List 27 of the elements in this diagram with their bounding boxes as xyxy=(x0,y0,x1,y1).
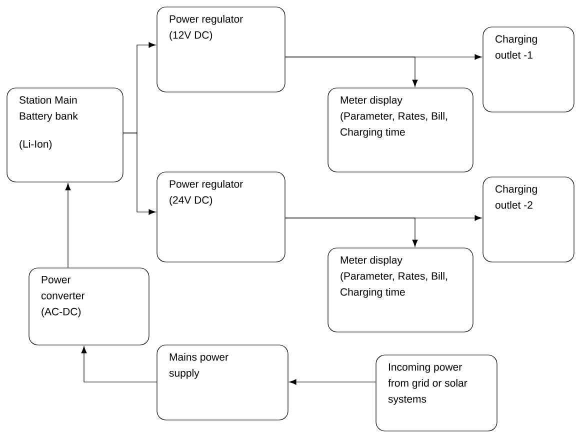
box-text: Charging outlet -2 xyxy=(495,185,537,209)
process-box xyxy=(482,26,574,112)
box-text: Mains power supply xyxy=(169,353,228,379)
process-box xyxy=(156,344,288,420)
process-box xyxy=(376,354,498,432)
arrow xyxy=(289,379,376,385)
process-box xyxy=(6,88,124,182)
box-text: Meter display (Parameter, Rates, Bill, Charging time xyxy=(340,256,447,298)
process-box xyxy=(28,268,150,346)
box-text: (Li-Ion) xyxy=(20,140,52,150)
process-box xyxy=(156,172,286,262)
arrow xyxy=(81,346,157,382)
box-text: Station Main Battery bank xyxy=(19,96,78,122)
process-box xyxy=(328,88,474,172)
box-text: Charging outlet -1 xyxy=(495,35,537,59)
process-box xyxy=(482,176,574,262)
arrow xyxy=(123,132,156,215)
process-box xyxy=(328,248,474,332)
box-text: Power converter (AC-DC) xyxy=(41,276,85,318)
arrow xyxy=(65,183,71,268)
arrow xyxy=(285,56,418,87)
box-text: Incoming power from grid or solar systems xyxy=(388,363,468,405)
box-text: Power regulator (12V DC) xyxy=(170,15,243,41)
box-text: Power regulator (24V DC) xyxy=(170,180,243,206)
box-text: Meter display (Parameter, Rates, Bill, Charging time xyxy=(340,96,447,138)
process-box xyxy=(156,6,286,92)
arrow xyxy=(285,218,418,247)
